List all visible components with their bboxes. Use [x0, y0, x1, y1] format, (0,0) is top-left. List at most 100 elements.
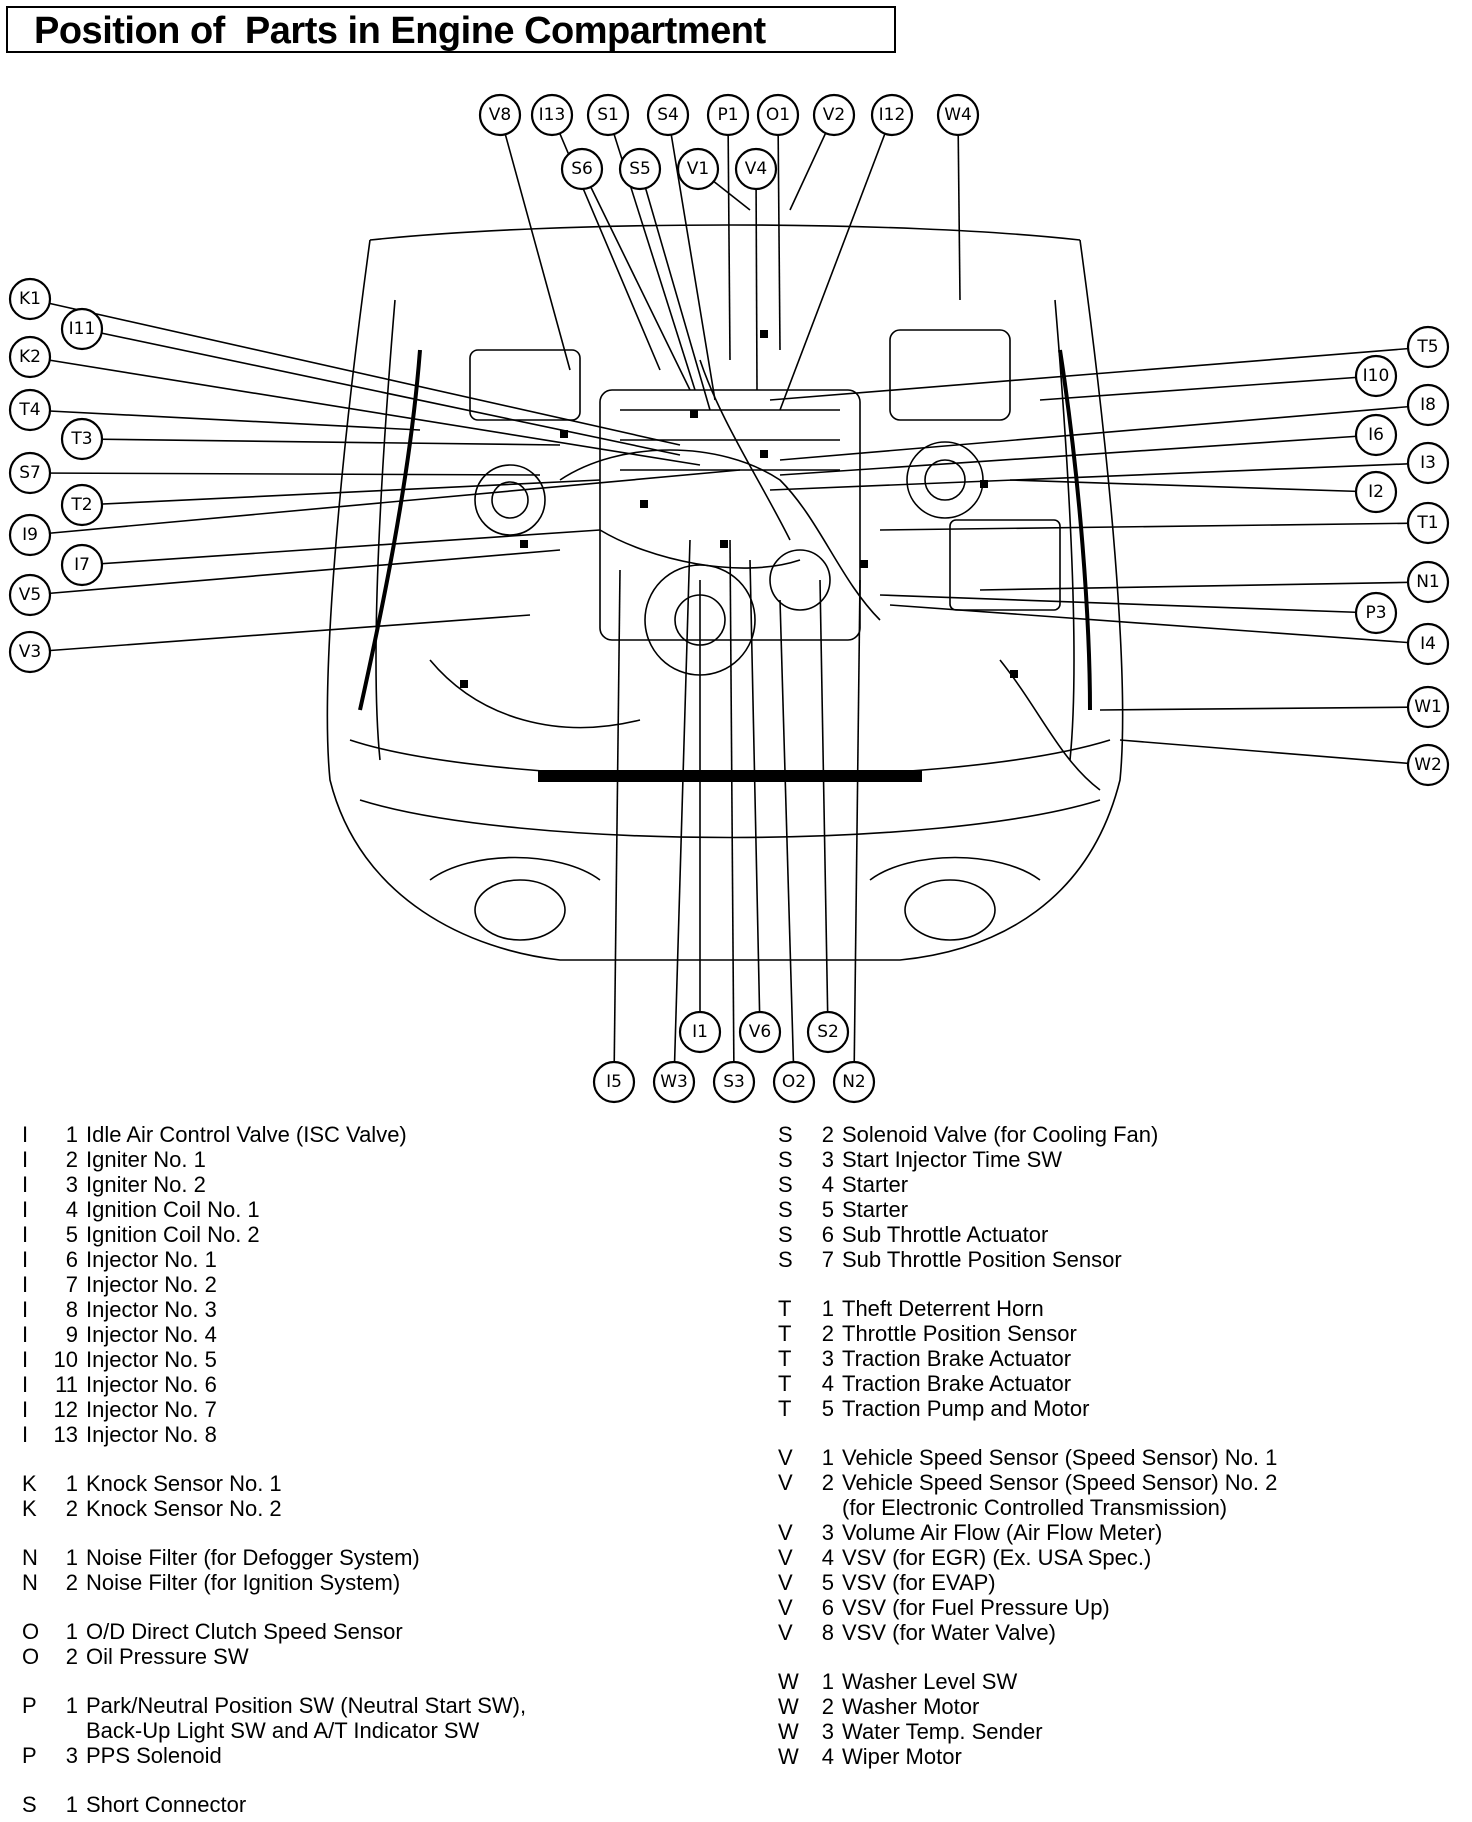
callout-circle	[8, 513, 52, 557]
callout-circle	[530, 93, 574, 137]
legend-part-name: Noise Filter (for Defogger System)	[86, 1545, 420, 1570]
legend-part-name: O/D Direct Clutch Speed Sensor	[86, 1619, 403, 1644]
legend-letter: I	[22, 1272, 29, 1297]
leader-line-o1	[777, 114, 781, 351]
callout-i13: I13	[530, 93, 574, 137]
legend-part-name: Ignition Coil No. 1	[86, 1197, 260, 1222]
legend-part-name: Knock Sensor No. 1	[86, 1471, 282, 1496]
legend-number: 6	[821, 1595, 834, 1620]
legend-number: 1	[821, 1296, 834, 1321]
callout-code: I6	[1368, 425, 1384, 445]
callout-code: T5	[1416, 337, 1438, 357]
legend-part-name: Washer Level SW	[842, 1669, 1018, 1694]
callout-code: T1	[1416, 513, 1438, 533]
callout-code: T3	[70, 429, 92, 449]
leader-line-i2	[1009, 479, 1377, 493]
legend-number: 4	[821, 1545, 834, 1570]
callout-circle	[8, 451, 52, 495]
callout-v4: V4	[734, 147, 778, 191]
legend-part-name: Traction Pump and Motor	[842, 1396, 1090, 1421]
callout-s4: S4	[646, 93, 690, 137]
callout-circle	[756, 93, 800, 137]
callout-code: S5	[629, 159, 651, 179]
legend-letter: I	[22, 1197, 29, 1222]
leader-line-p1	[727, 114, 731, 361]
legend-number: 2	[65, 1496, 78, 1521]
callout-circle	[60, 307, 104, 351]
legend-part-name: (for Electronic Controlled Transmission)	[842, 1495, 1228, 1520]
legend-part-name: VSV (for Water Valve)	[842, 1620, 1056, 1645]
legend-part-name: Wiper Motor	[842, 1744, 962, 1769]
callout-code: W3	[660, 1072, 688, 1092]
legend-number: 8	[65, 1297, 78, 1322]
callout-k2: K2	[8, 335, 52, 379]
legend-letter: V	[778, 1570, 793, 1595]
callout-circle	[8, 573, 52, 617]
legend-letter: I	[22, 1147, 29, 1172]
callout-circle	[1406, 325, 1450, 369]
leader-line-p3	[879, 594, 1377, 614]
legend-part-name: Short Connector	[86, 1792, 247, 1817]
leader-line-s7	[29, 472, 541, 476]
callout-code: I5	[606, 1072, 622, 1092]
legend-letter: W	[778, 1719, 799, 1744]
callout-i4: I4	[1406, 622, 1450, 666]
leader-line-v3	[29, 614, 531, 653]
legend-letter: T	[778, 1321, 792, 1346]
legend-number: 2	[821, 1470, 834, 1495]
legend-letter: I	[22, 1372, 29, 1397]
callout-circle	[60, 543, 104, 587]
leader-line-i12	[779, 114, 893, 411]
callout-code: P1	[717, 105, 738, 125]
callout-circle	[478, 93, 522, 137]
callout-v2: V2	[812, 93, 856, 137]
callout-s2: S2	[806, 1010, 850, 1054]
callout-code: S2	[817, 1022, 839, 1042]
legend-letter: V	[778, 1470, 793, 1495]
legend-letter: V	[778, 1445, 793, 1470]
callout-code: K2	[19, 347, 41, 367]
legend-number: 6	[821, 1222, 834, 1247]
legend-part-name: Ignition Coil No. 2	[86, 1222, 260, 1247]
legend-part-name: Throttle Position Sensor	[842, 1321, 1077, 1346]
callout-t2: T2	[60, 483, 104, 527]
callout-circle	[60, 483, 104, 527]
callout-circle	[1354, 413, 1398, 457]
callout-v1: V1	[676, 147, 720, 191]
leader-line-s2	[819, 579, 829, 1033]
legend-letter: P	[22, 1693, 37, 1718]
callout-circle	[812, 93, 856, 137]
callout-code: W4	[944, 105, 972, 125]
callout-circle	[734, 147, 778, 191]
legend-part-name: Injector No. 2	[86, 1272, 217, 1297]
callout-n1: N1	[1406, 560, 1450, 604]
callout-code: I4	[1420, 634, 1436, 654]
legend-letter: V	[778, 1595, 793, 1620]
leader-line-i6	[779, 434, 1377, 476]
legend-part-name: Washer Motor	[842, 1694, 980, 1719]
legend-number: 2	[65, 1147, 78, 1172]
leader-line-o2	[779, 599, 795, 1083]
legend-letter: I	[22, 1322, 29, 1347]
legend-part-name: Injector No. 6	[86, 1372, 217, 1397]
callout-code: S1	[597, 105, 619, 125]
callout-w2: W2	[1406, 743, 1450, 787]
leader-line-v6	[749, 559, 761, 1033]
callout-circle	[1354, 591, 1398, 635]
legend-letter: N	[22, 1545, 38, 1570]
callout-code: I13	[539, 105, 566, 125]
callout-code: K1	[19, 289, 41, 309]
callout-i2: I2	[1354, 470, 1398, 514]
legend-letter: V	[778, 1545, 793, 1570]
callout-circle	[706, 93, 750, 137]
leader-line-i11	[81, 328, 681, 456]
callout-code: I3	[1420, 453, 1436, 473]
callout-circle	[678, 1010, 722, 1054]
legend-number: 2	[821, 1321, 834, 1346]
callout-code: W1	[1414, 697, 1442, 717]
callout-code: V6	[749, 1022, 771, 1042]
legend-number: 4	[821, 1371, 834, 1396]
leader-line-i9	[29, 469, 741, 536]
callout-p1: P1	[706, 93, 750, 137]
legend-part-name: Injector No. 8	[86, 1422, 217, 1447]
